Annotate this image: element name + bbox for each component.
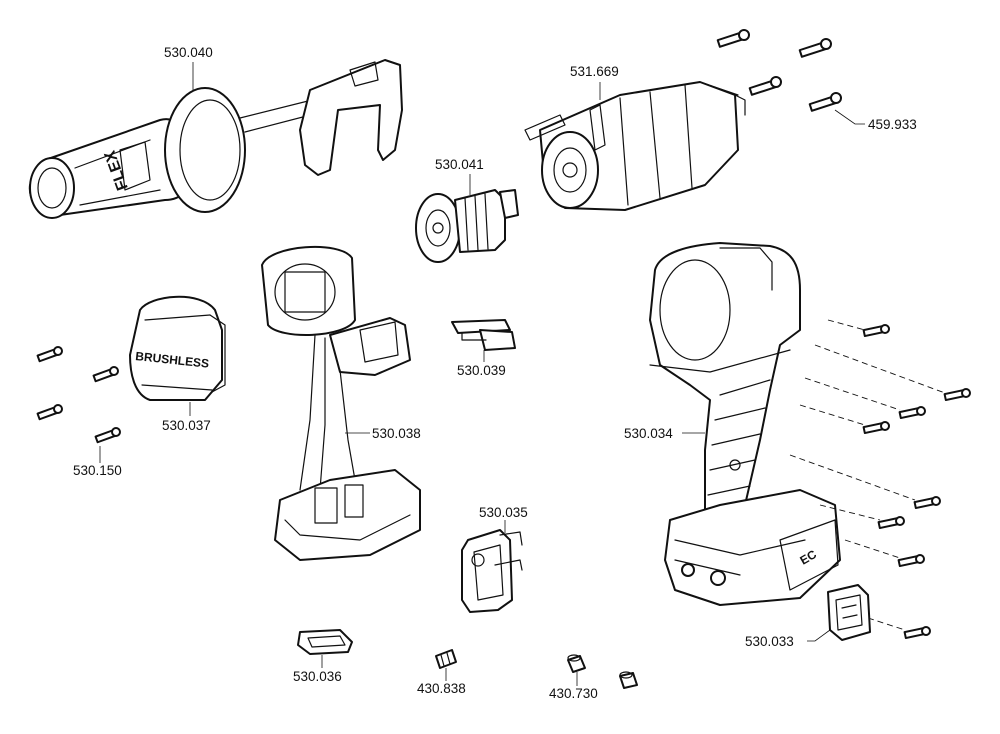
label-459-933: 459.933 <box>868 117 917 132</box>
part-530-041-rotor <box>415 189 519 263</box>
label-530-033: 530.033 <box>745 634 794 649</box>
screw-icon <box>903 626 931 640</box>
dashed-guide <box>804 377 901 411</box>
screw-icon <box>943 388 971 402</box>
part-530-034-housing: EC <box>649 242 841 606</box>
label-530-035: 530.035 <box>479 505 528 520</box>
label-530-034: 530.034 <box>624 426 673 441</box>
part-459-933-screws <box>716 29 842 112</box>
label-530-039: 530.039 <box>457 363 506 378</box>
screw-icon <box>748 76 782 96</box>
screw-icon <box>897 554 925 568</box>
screw-icon <box>877 516 905 530</box>
screw-icon <box>862 324 890 338</box>
dashed-guide <box>814 344 946 394</box>
screw-icon <box>36 346 63 363</box>
screw-icon <box>862 421 890 435</box>
part-530-040-side-handle <box>28 59 403 219</box>
label-530-038: 530.038 <box>372 426 421 441</box>
part-530-039-forward-reverse-slider <box>451 319 516 351</box>
label-430-730: 430.730 <box>549 686 598 701</box>
label-531-669: 531.669 <box>570 64 619 79</box>
screw-icon <box>716 29 750 48</box>
part-430-838-small-component <box>435 649 457 669</box>
dashed-guide <box>819 504 881 521</box>
screw-icon <box>36 404 63 421</box>
label-430-838: 430.838 <box>417 681 466 696</box>
screw-icon <box>92 366 119 383</box>
part-531-669-gearbox <box>524 81 746 211</box>
part-530-033-clip <box>827 584 871 641</box>
leader-459-933 <box>834 109 865 125</box>
dashed-guide <box>844 539 901 559</box>
part-530-035-switch-plate <box>461 529 523 613</box>
part-530-150-screws <box>36 346 121 444</box>
screw-icon <box>913 496 941 510</box>
leader-530-033 <box>807 629 831 642</box>
label-530-040: 530.040 <box>164 45 213 60</box>
screw-icon <box>798 38 832 58</box>
screw-icon <box>808 92 842 112</box>
label-530-036: 530.036 <box>293 669 342 684</box>
dashed-guide <box>867 617 906 631</box>
screw-icon <box>94 427 121 444</box>
part-530-037-motor-cover: BRUSHLESS <box>129 295 226 401</box>
part-530-036-led-holder <box>297 629 353 655</box>
housing-screws <box>789 319 971 640</box>
part-530-038-stator-electronics <box>261 245 421 561</box>
label-530-041: 530.041 <box>435 157 484 172</box>
label-530-150: 530.150 <box>73 463 122 478</box>
screw-icon <box>898 406 926 420</box>
part-430-730-pins <box>567 654 638 689</box>
dashed-guide <box>827 319 866 331</box>
dashed-guide <box>789 454 916 501</box>
label-530-037: 530.037 <box>162 418 211 433</box>
dashed-guide <box>799 404 866 426</box>
